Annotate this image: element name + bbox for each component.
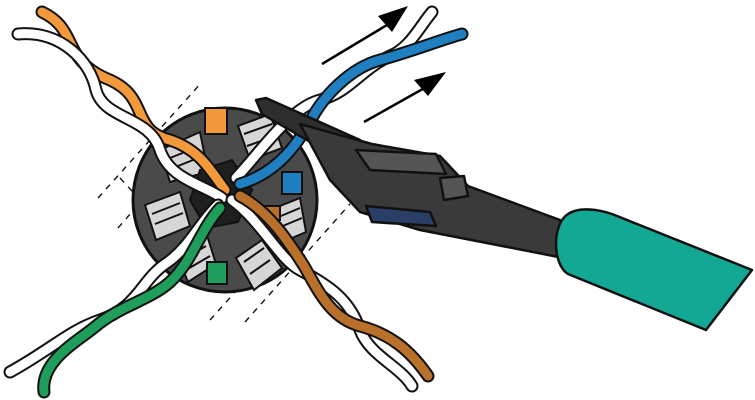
tool-collar-2 (438, 174, 470, 202)
green-contact-tab (206, 261, 228, 285)
orange-wire-pair (11, 5, 232, 205)
blue-contact-tab (281, 171, 303, 195)
punch-down-tool-icon (254, 96, 754, 332)
tool-collar (354, 148, 448, 176)
brown-wire-pair (225, 189, 435, 393)
direction-arrows (321, 6, 446, 124)
tool-blade (364, 204, 438, 228)
blue-wire-pair (229, 5, 469, 191)
tool-handle (554, 208, 754, 332)
orange-contact-tab (204, 107, 228, 135)
tool-shaft (298, 122, 576, 262)
green-wire-pair (3, 198, 227, 399)
arrow-upper-icon (321, 6, 408, 66)
arrow-lower-icon (363, 72, 446, 124)
